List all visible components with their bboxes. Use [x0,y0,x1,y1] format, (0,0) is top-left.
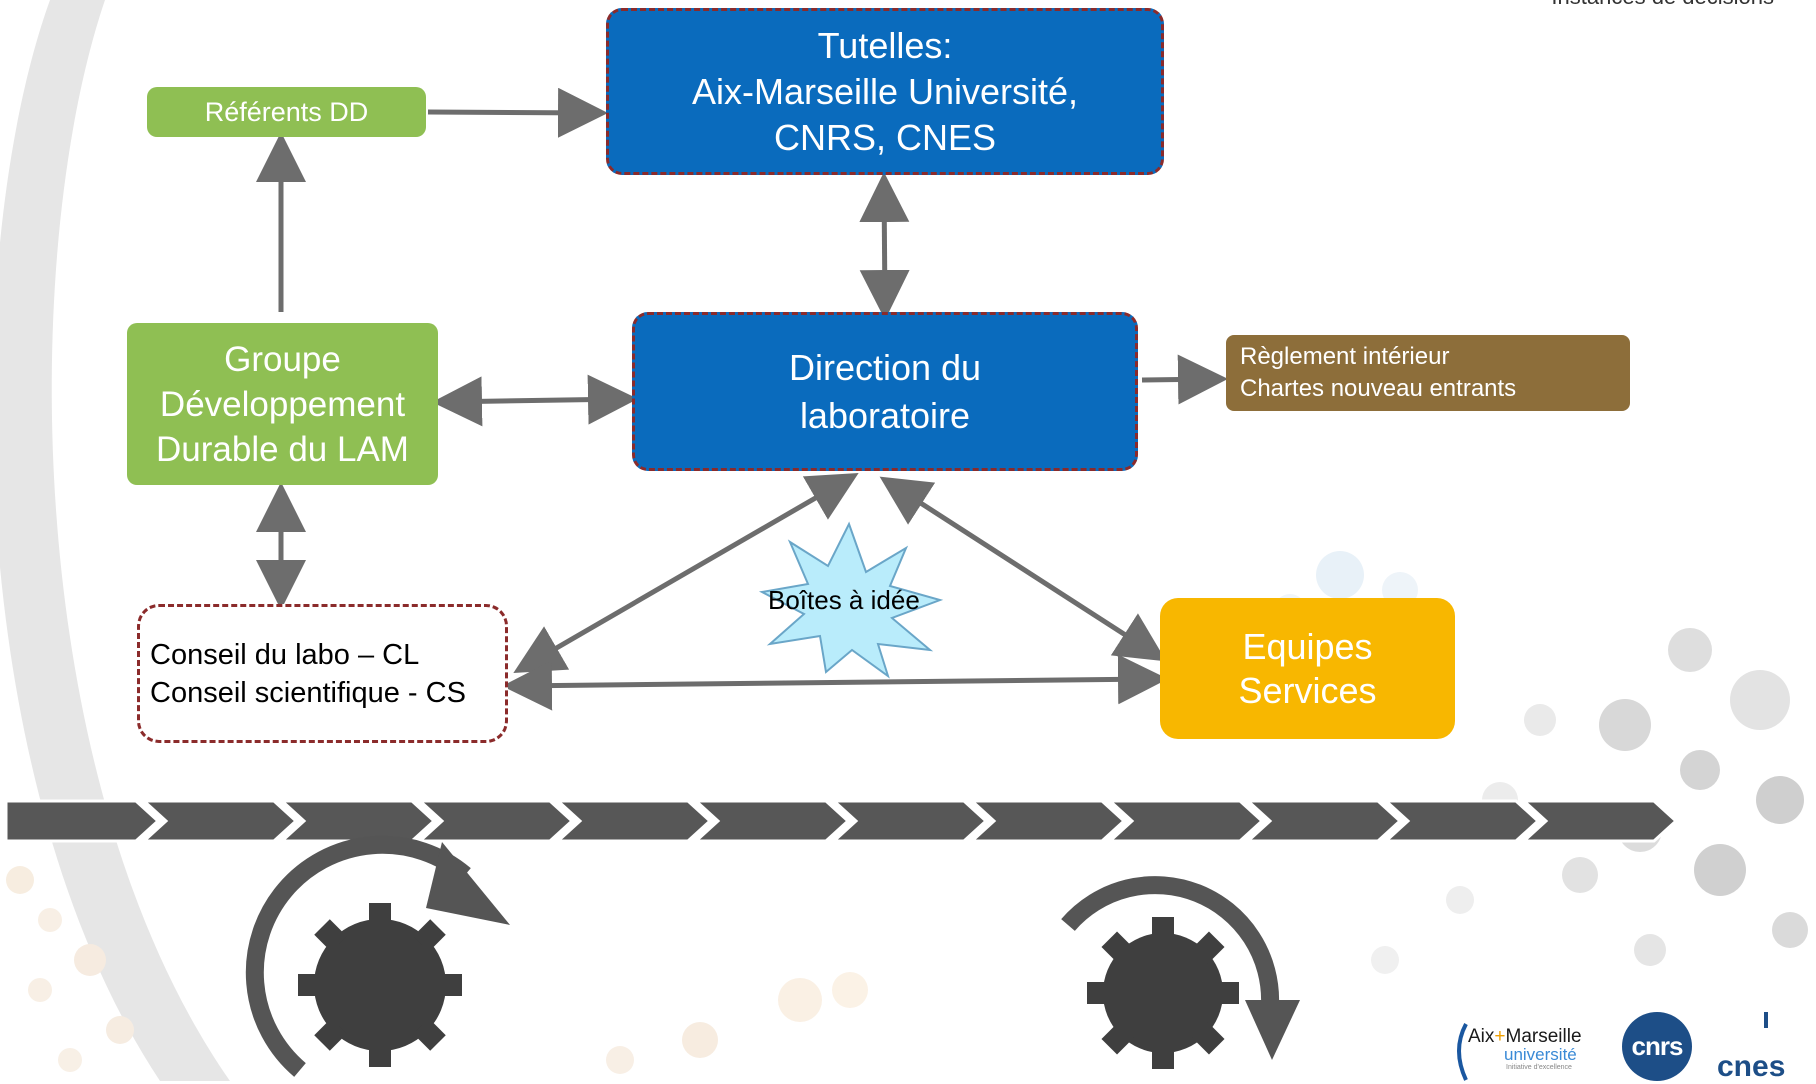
amu-text-universite: université [1504,1045,1577,1064]
gear-tooth [1101,931,1135,965]
chevron-segment [4,799,161,843]
gear-left [245,835,510,1077]
amu-text-aix: Aix [1468,1026,1495,1047]
gear-tooth [1191,931,1225,965]
chevron-segment [1244,799,1403,843]
chevron-segment [1106,799,1265,843]
equipes-box: Equipes Services [1160,598,1455,739]
cnes-logo: cnes [1715,1012,1795,1083]
corner-label: Instances de décisions [1551,0,1774,10]
cnrs-text: cnrs [1631,1031,1684,1061]
arrow-conseils-equipes [502,654,1168,711]
gear-icon [298,903,462,1067]
reglement-box: Règlement intérieur Chartes nouveau entr… [1226,335,1630,411]
gear-tooth [1152,917,1174,941]
chevron-segment [692,799,851,843]
equipes-line-1: Equipes [1242,625,1373,667]
gear-tooth [314,919,347,952]
gear-body [1103,933,1223,1053]
gear-tooth [369,903,391,927]
rotation-arrow-head [426,842,510,925]
gear-tooth [369,1043,391,1067]
direction-line-2: laboratoire [799,394,971,436]
gear-tooth [413,919,446,952]
tutelles-line-2: Aix-Marseille Université, [691,70,1079,112]
rotation-arrow-head [1245,1000,1300,1060]
arrow-direction-to-reglement [1141,354,1228,405]
conseils-line-1: Conseil du labo – CL [150,638,420,671]
rotation-arrow-icon [245,835,471,1077]
gear-tooth [1191,1021,1225,1055]
amu-plus: + [1494,1026,1506,1047]
gear-tooth [298,974,322,996]
cnes-mark-icon [1753,1012,1768,1046]
arrow-direction-conseils [513,472,859,674]
arrow-referents-to-tutelles [427,87,608,138]
arrow-tutelles-direction [859,172,910,320]
groupe-line-2: Développement [159,384,406,424]
amu-text-initiative: Initiative d'excellence [1506,1064,1572,1071]
gear-icon [1087,917,1239,1069]
chevron-segment [1520,799,1679,843]
amu-bracket-icon [1457,1023,1468,1081]
amu-logo: Aix+Marseille université Initiative d'ex… [1450,1018,1600,1081]
direction-box: Direction du laboratoire [632,312,1138,471]
gear-tooth [314,1018,347,1051]
reglement-line-1: Règlement intérieur [1240,343,1450,370]
arrow-groupe-direction [432,374,638,427]
tutelles-box: Tutelles: Aix-Marseille Université, CNRS… [606,8,1164,175]
referents-box: Référents DD [147,87,426,137]
groupe-line-3: Durable du LAM [156,429,409,469]
gear-tooth [1215,982,1239,1004]
direction-line-1: Direction du [788,346,982,388]
tutelles-line-3: CNRS, CNES [773,116,997,158]
gear-tooth [1087,982,1111,1004]
gear-right [1061,876,1300,1069]
reglement-line-2: Chartes nouveau entrants [1240,375,1517,402]
conseils-box: Conseil du labo – CL Conseil scientifiqu… [137,604,508,743]
chevron-segment [1382,799,1541,843]
referents-label: Référents DD [204,96,369,127]
equipes-line-2: Services [1238,669,1377,711]
chevron-segment [554,799,713,843]
chevron-segment [416,799,575,843]
arrow-direction-equipes [879,476,1167,662]
amu-text-marseille: Marseille [1505,1026,1582,1047]
background-dots [6,551,1808,1074]
chevron-segment [830,799,989,843]
gear-tooth [1152,1045,1174,1069]
cnes-text: cnes [1717,1050,1786,1083]
cnrs-logo: cnrs [1622,1012,1692,1081]
chevron-segment [968,799,1127,843]
tutelles-line-1: Tutelles: [817,24,953,66]
groupe-box: Groupe Développement Durable du LAM [127,323,438,485]
chevron-segment [140,799,299,843]
rotation-arrow-icon [1061,876,1280,1006]
groupe-line-1: Groupe [224,339,341,379]
gear-tooth [413,1018,446,1051]
gear-tooth [438,974,462,996]
gear-tooth [1101,1021,1135,1055]
boites-label: Boîtes à idée [768,585,920,615]
gear-body [314,919,446,1051]
conseils-line-2: Conseil scientifique - CS [150,676,466,709]
